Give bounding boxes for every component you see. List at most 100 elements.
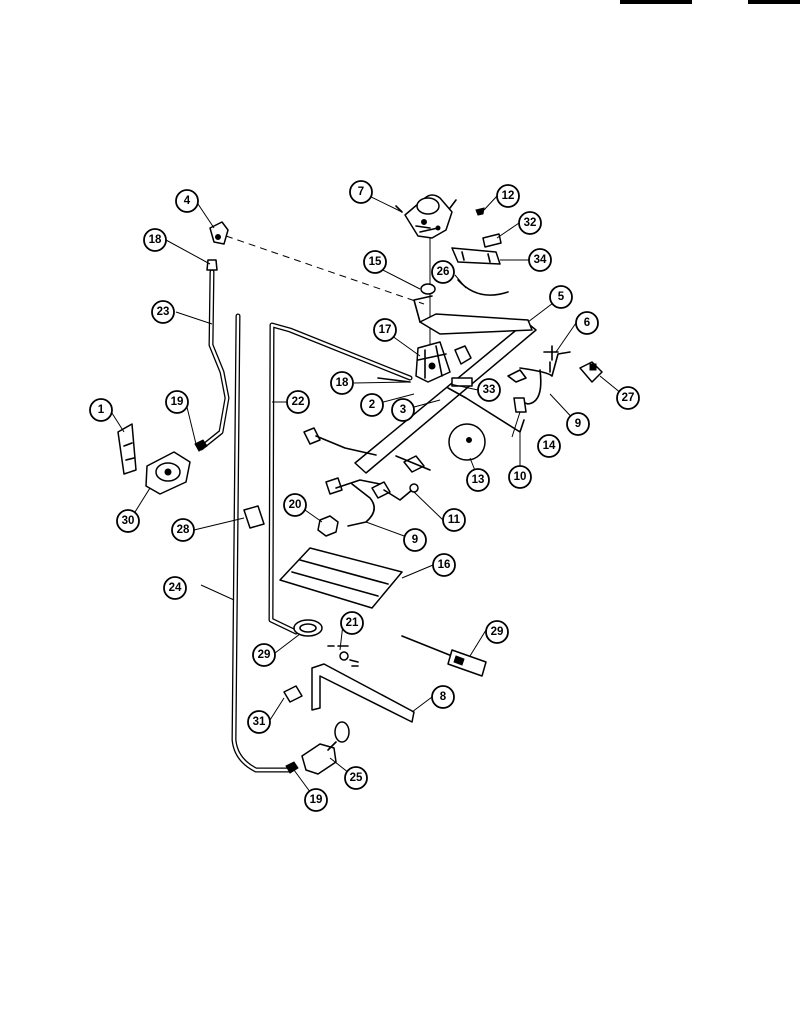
callout-label: 30 [122,515,135,527]
callout-label: 8 [440,691,447,703]
callout-label: 13 [472,474,485,486]
callout-label: 12 [502,190,515,202]
tube-24 [231,313,293,773]
nut-20-part [317,515,339,537]
callout-label: 18 [149,234,162,246]
fitting-21-part [327,645,359,667]
callout-8: 8 [431,685,455,709]
callout-label: 23 [157,306,170,318]
callout-25: 25 [344,766,368,790]
callout-label: 3 [400,404,406,416]
callout-label: 20 [289,499,302,511]
callout-label: 17 [379,324,392,336]
callout-9: 9 [566,412,590,436]
callout-label: 7 [358,186,364,198]
callout-18: 18 [143,228,167,252]
callout-30: 30 [116,509,140,533]
callout-label: 14 [543,440,556,452]
callout-4: 4 [175,189,199,213]
callout-label: 27 [622,392,635,404]
callout-label: 15 [369,256,382,268]
callout-label: 2 [369,399,375,411]
callout-label: 22 [292,396,305,408]
callout-29: 29 [485,620,509,644]
callout-6: 6 [575,311,599,335]
tube-23 [198,269,230,451]
callout-label: 4 [184,195,191,207]
bracket-30-part [117,423,191,495]
callout-33: 33 [477,378,501,402]
callout-21: 21 [340,611,364,635]
nut-part-lower [285,761,299,774]
callout-12: 12 [496,184,520,208]
orifice-wires [303,427,431,527]
callout-label: 29 [491,626,504,638]
screw-part [475,207,485,216]
callout-label: 25 [350,772,363,784]
alignment-dashed-line [225,235,425,305]
callout-15: 15 [363,250,387,274]
callout-label: 19 [310,794,323,806]
callout-label: 16 [438,559,451,571]
callout-label: 18 [336,377,349,389]
callout-34: 34 [528,248,552,272]
manifold-part [354,295,571,474]
top-fitting-part [206,259,218,271]
baffle-part [279,547,403,609]
callout-24: 24 [163,576,187,600]
callout-23: 23 [151,300,175,324]
bracket-part [451,233,502,265]
callout-10: 10 [508,465,532,489]
fitting-part [209,221,229,245]
callout-29: 29 [252,643,276,667]
o-ring-part [420,283,436,295]
callout-label: 33 [483,384,496,396]
clamp-part [283,685,303,703]
callout-label: 9 [575,418,581,430]
callout-label: 6 [584,317,590,329]
callout-19: 19 [304,788,328,812]
callouts: 1 2 3 4 5 6 7 8 9 9 10 11 12 13 14 15 16… [89,180,640,812]
callout-label: 31 [253,716,266,728]
tube-22 [268,322,413,635]
regulator-part [395,194,457,356]
callout-9: 9 [403,528,427,552]
callout-22: 22 [286,390,310,414]
callout-28: 28 [171,518,195,542]
callout-label: 10 [514,471,527,483]
callout-label: 9 [412,534,418,546]
callout-31: 31 [247,710,271,734]
valve-part [513,397,527,413]
callout-label: 19 [171,396,184,408]
callout-label: 11 [448,514,461,526]
callout-13: 13 [466,468,490,492]
callout-label: 1 [98,404,105,416]
callout-20: 20 [283,493,307,517]
callout-label: 34 [534,254,547,266]
igniter-part [401,635,487,677]
callout-18: 18 [330,371,354,395]
callout-5: 5 [549,285,573,309]
callout-32: 32 [518,211,542,235]
callout-16: 16 [432,553,456,577]
top-edge-mark-right [748,0,800,4]
callout-2: 2 [360,393,384,417]
callout-17: 17 [373,318,397,342]
callout-7: 7 [349,180,373,204]
coil-part [293,619,323,637]
callout-11: 11 [442,508,466,532]
rod-part [311,663,415,723]
callout-27: 27 [616,386,640,410]
nut-part-upper [194,439,208,452]
callout-1: 1 [89,398,113,422]
callout-label: 28 [177,524,190,536]
tee-27-part [543,345,603,383]
callout-19: 19 [165,390,189,414]
callout-14: 14 [537,434,561,458]
clip-part [243,505,265,529]
callout-label: 32 [524,217,537,229]
callout-label: 26 [437,266,450,278]
callout-label: 24 [169,582,182,594]
callout-label: 21 [346,617,359,629]
